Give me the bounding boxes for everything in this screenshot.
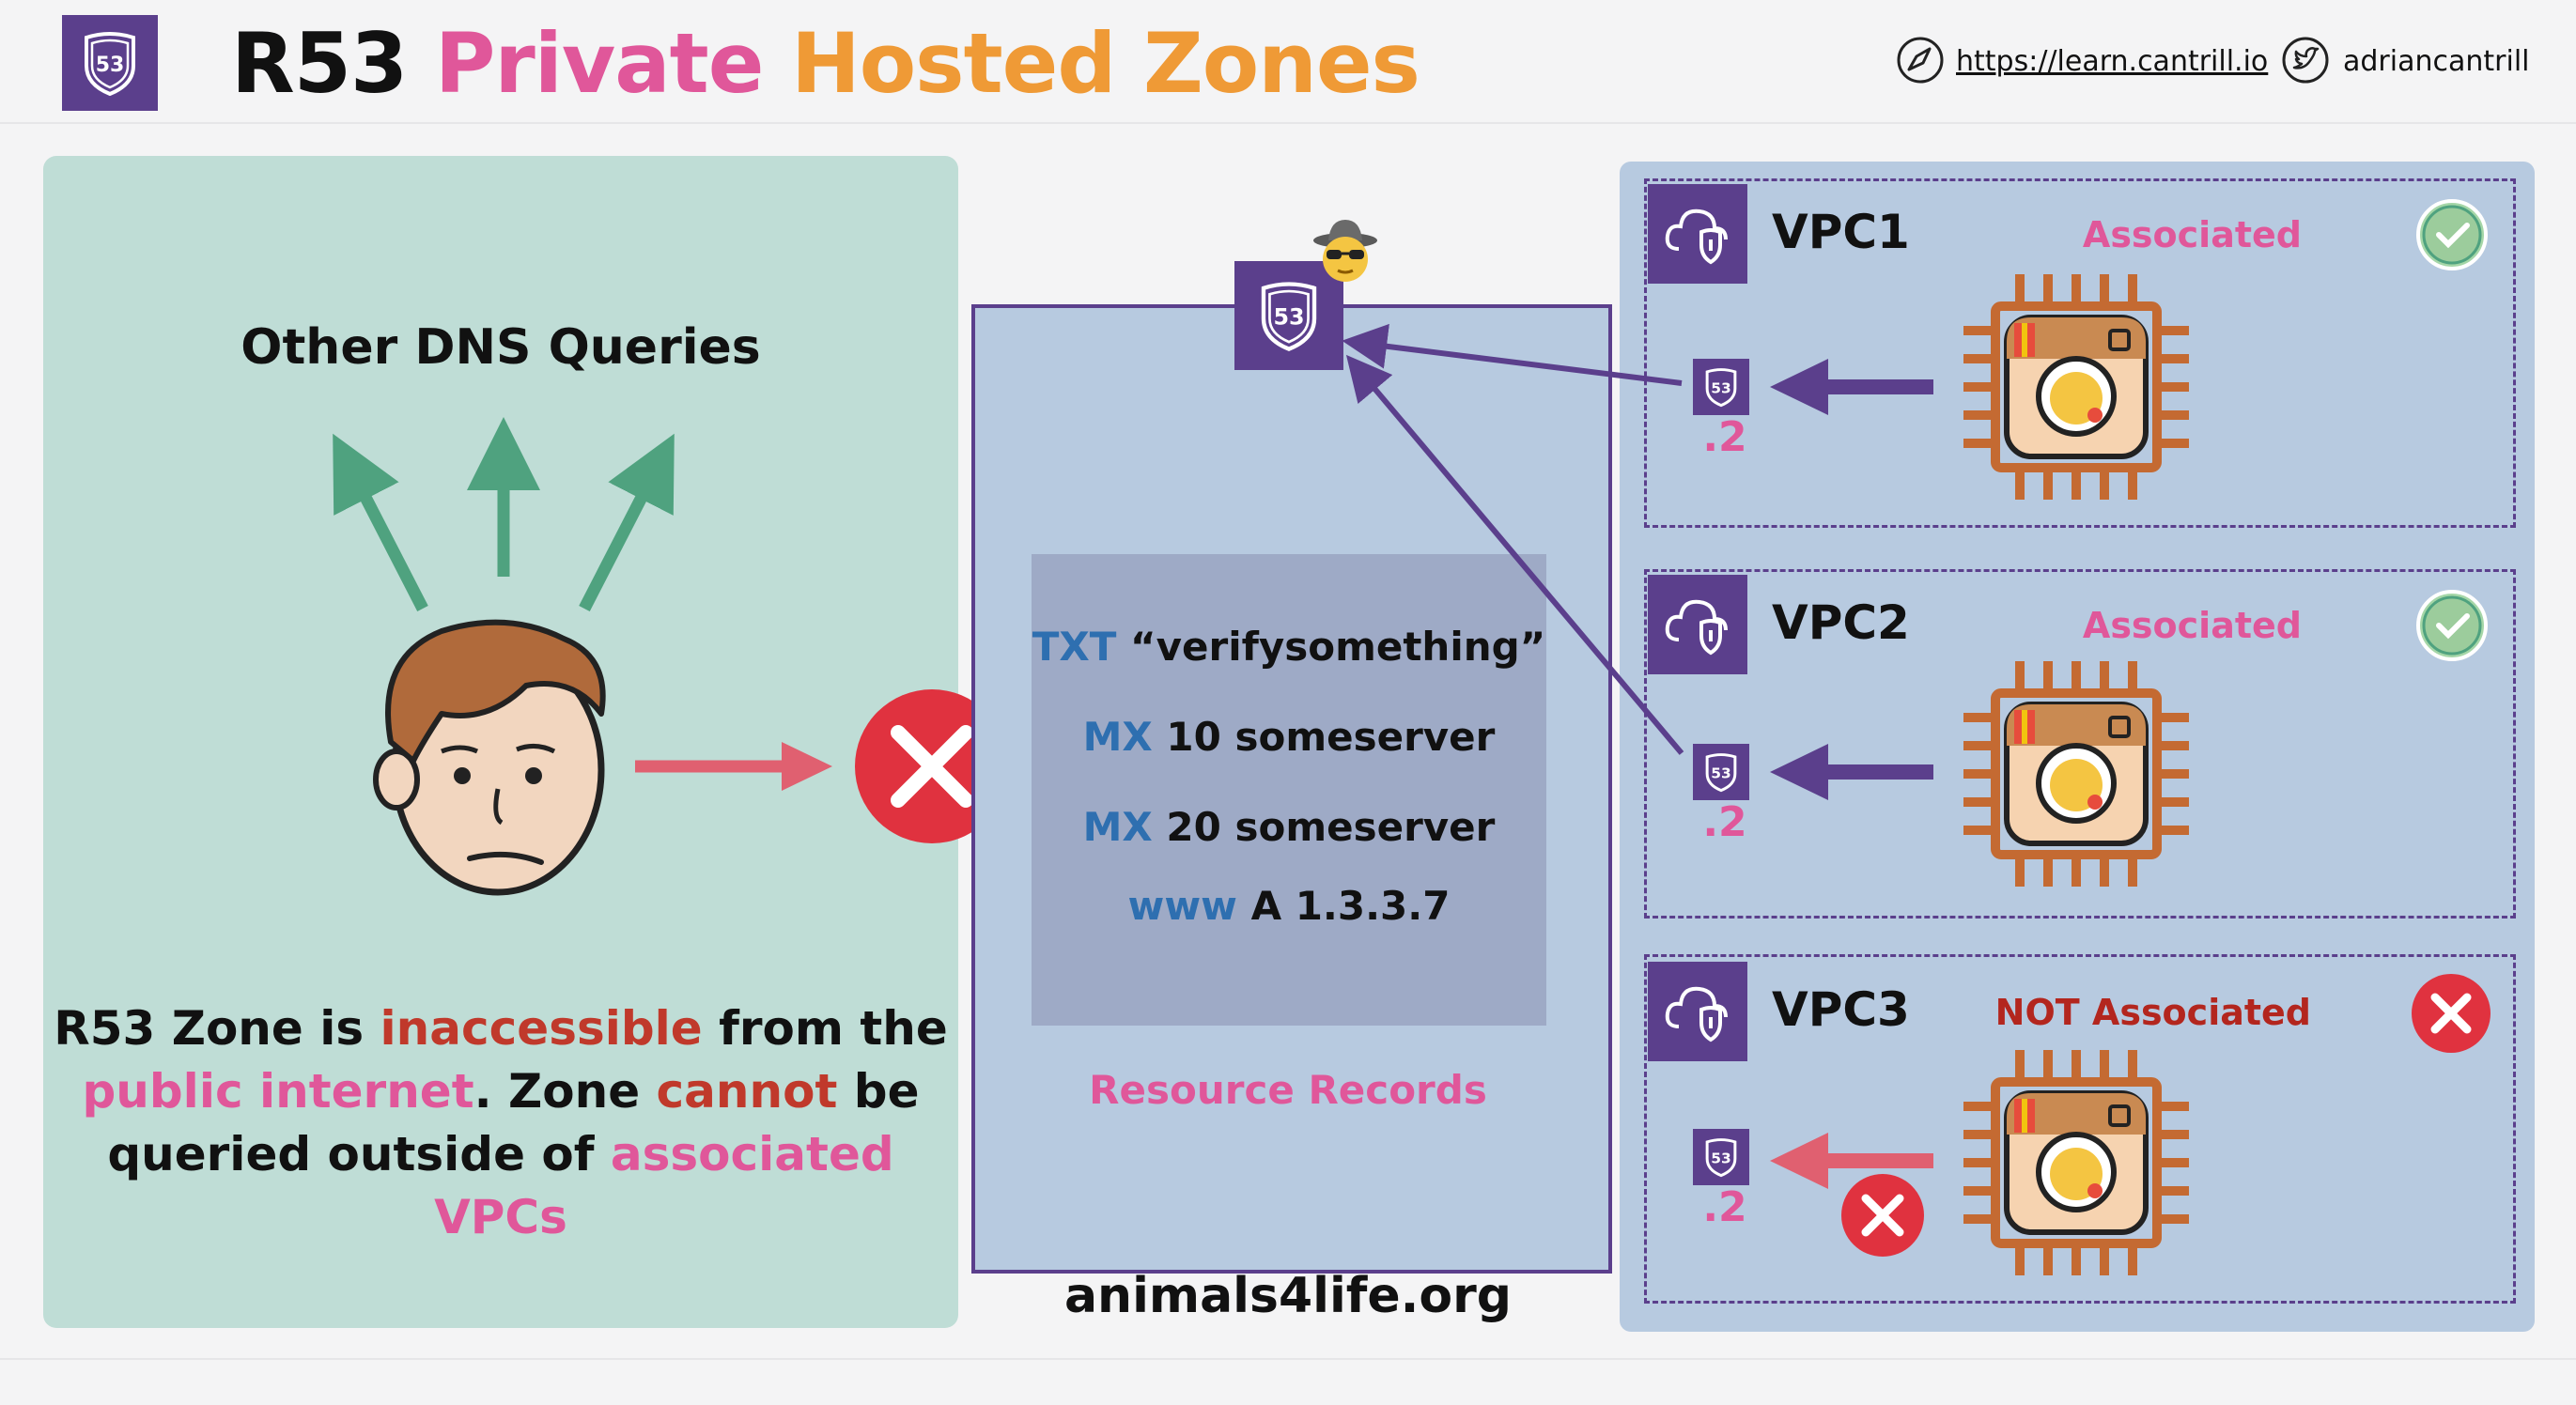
user-face-icon bbox=[373, 619, 606, 896]
ec2-instance-icon bbox=[1963, 661, 2189, 887]
svg-text:53: 53 bbox=[96, 54, 125, 77]
vpc3-icon bbox=[1648, 962, 1747, 1061]
zone-domain-name: animals4life.org bbox=[1063, 1268, 1513, 1324]
route53-logo: 53 bbox=[62, 15, 158, 111]
title-r53: R53 bbox=[231, 15, 408, 112]
footer-divider bbox=[0, 1358, 2576, 1360]
vpc3-blocked-x-icon bbox=[1841, 1174, 1924, 1257]
resource-records-label: Resource Records bbox=[1089, 1067, 1487, 1113]
svg-text:53: 53 bbox=[1273, 304, 1304, 331]
route53-shield-icon: 53 bbox=[85, 32, 135, 97]
vpc3-resolver-icon: 53 bbox=[1693, 1129, 1749, 1185]
header-bar bbox=[0, 0, 2576, 124]
record-www-a: www A 1.3.3.7 bbox=[1127, 883, 1451, 929]
vpc2-box bbox=[1644, 569, 2516, 919]
blocked-x-icon bbox=[855, 689, 1009, 843]
vpc1-resolver-address: .2 bbox=[1702, 413, 1747, 461]
title-hosted-zones: Hosted Zones bbox=[791, 15, 1420, 112]
dns-query-arrow-left bbox=[333, 433, 428, 611]
resource-records-panel bbox=[1032, 554, 1546, 1026]
vpc3-title: VPC3 bbox=[1772, 982, 1910, 1037]
vpc1-instance-query-arrow bbox=[1770, 359, 1933, 415]
svg-text:53: 53 bbox=[1711, 1150, 1730, 1167]
record-txt: TXT “verifysomething” bbox=[1032, 624, 1546, 670]
route53-shield-icon: 53 bbox=[1705, 753, 1737, 793]
vpc2-status: Associated bbox=[2082, 605, 2302, 646]
vpc-cloud-shield-icon bbox=[1665, 986, 1728, 1042]
twitter-handle[interactable]: adriancantrill bbox=[2343, 45, 2530, 78]
page-title: R53 Private Hosted Zones bbox=[231, 9, 1420, 117]
vpc2-title: VPC2 bbox=[1772, 595, 1910, 650]
vpc3-resolver-address: .2 bbox=[1702, 1183, 1747, 1231]
route53-shield-icon: 53 bbox=[1705, 1138, 1737, 1178]
vpc3-instance-query-arrow-blocked bbox=[1770, 1133, 1933, 1189]
compass-icon bbox=[1897, 37, 1944, 84]
svg-text:53: 53 bbox=[1711, 765, 1730, 782]
ec2-instance-icon bbox=[1963, 274, 2189, 500]
vpc2-resolver-to-zone-arrow bbox=[1345, 354, 1684, 755]
route53-shield-icon: 53 bbox=[1705, 368, 1737, 408]
vpc2-resolver-address: .2 bbox=[1702, 798, 1747, 846]
route53-zone-icon: 53 bbox=[1234, 261, 1343, 370]
vpc1-resolver-to-zone-arrow bbox=[1342, 323, 1683, 386]
vpc2-icon bbox=[1648, 575, 1747, 674]
vpc-cloud-shield-icon bbox=[1665, 599, 1728, 656]
not-associated-x-icon bbox=[2412, 974, 2491, 1053]
vpc2-instance-query-arrow bbox=[1770, 744, 1933, 800]
svg-text:53: 53 bbox=[1711, 380, 1730, 397]
vpc-cloud-shield-icon bbox=[1665, 208, 1728, 265]
vpc1-icon bbox=[1648, 184, 1747, 284]
vpc1-box bbox=[1644, 178, 2516, 528]
record-mx-10: MX 10 someserver bbox=[1082, 714, 1496, 760]
vpc2-resolver-icon: 53 bbox=[1693, 744, 1749, 800]
course-link[interactable]: https://learn.cantrill.io bbox=[1956, 45, 2269, 78]
vpc1-status: Associated bbox=[2082, 214, 2302, 255]
vpc1-title: VPC1 bbox=[1772, 205, 1910, 259]
blocked-query-arrow bbox=[635, 742, 832, 791]
dns-query-arrow-right bbox=[579, 433, 675, 611]
spy-private-icon bbox=[1313, 220, 1377, 282]
associated-check-icon bbox=[2416, 590, 2488, 661]
route53-shield-icon: 53 bbox=[1261, 282, 1317, 352]
associated-check-icon bbox=[2416, 199, 2488, 270]
vpc3-box bbox=[1644, 954, 2516, 1304]
ec2-instance-icon bbox=[1963, 1050, 2189, 1275]
vpc3-status: NOT Associated bbox=[1994, 992, 2311, 1033]
record-mx-20: MX 20 someserver bbox=[1082, 804, 1496, 850]
inaccessible-explanation: R53 Zone is inaccessible from the public… bbox=[54, 1001, 948, 1244]
title-private: Private bbox=[434, 15, 765, 112]
twitter-icon bbox=[2282, 37, 2329, 84]
vpc1-resolver-icon: 53 bbox=[1693, 359, 1749, 415]
other-dns-queries-label: Other DNS Queries bbox=[241, 319, 761, 376]
